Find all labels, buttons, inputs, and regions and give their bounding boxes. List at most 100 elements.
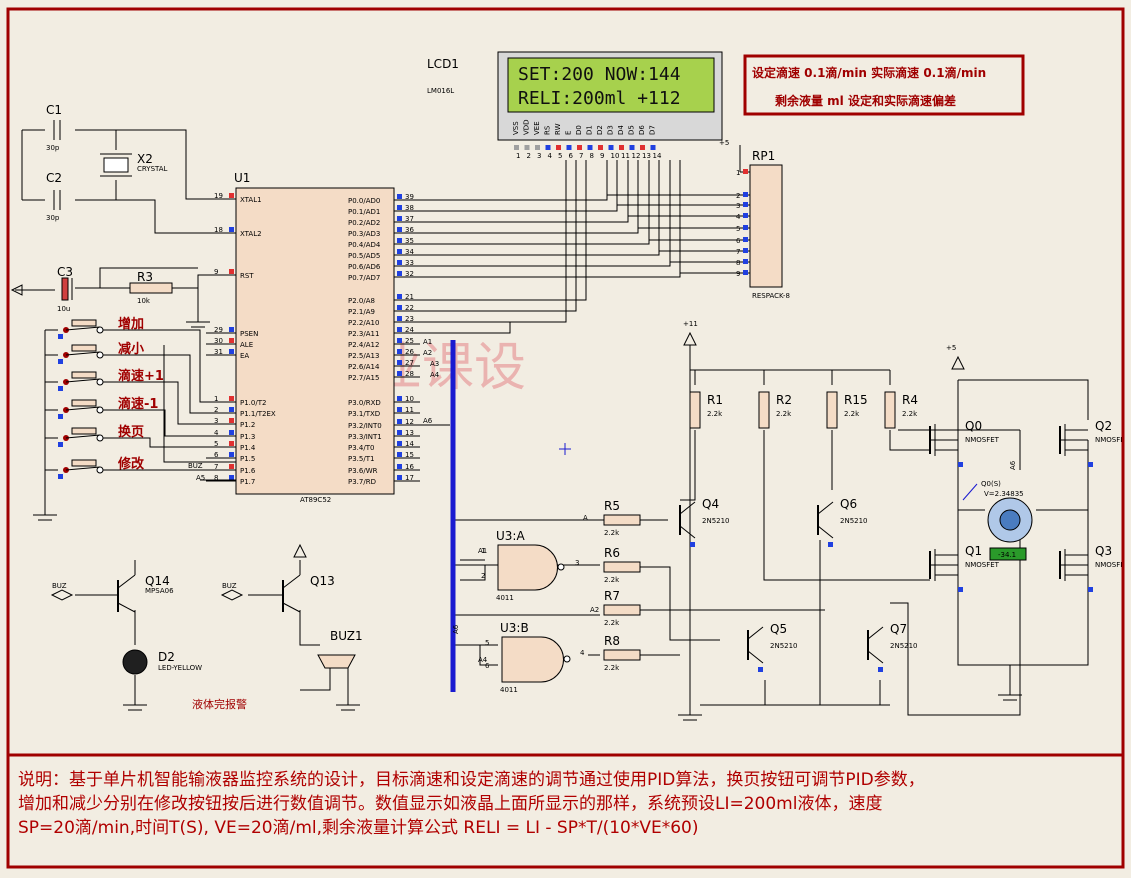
pin-marker — [690, 542, 695, 547]
lcd-ref: LCD1 — [427, 57, 459, 71]
resistor-r3[interactable]: R3 10k — [129, 270, 173, 305]
transistor-q13[interactable]: Q13 — [272, 543, 335, 613]
button-terminal — [96, 466, 104, 474]
mcu-pin-name: ALE — [240, 341, 253, 349]
pin-marker — [397, 349, 402, 354]
transistor-ref: Q5 — [770, 622, 787, 636]
resistor-ref: R6 — [604, 546, 620, 560]
push-button-1[interactable]: 增加 — [58, 316, 144, 339]
mcu-pin-number: 5 — [214, 440, 218, 448]
net-a1-gate: A1 — [478, 547, 487, 555]
resistor-r7[interactable]: R72.2k — [603, 589, 641, 627]
capacitor-c1[interactable]: C1 30p — [46, 103, 62, 152]
mcu-pin-name: P2.2/A10 — [348, 319, 379, 327]
resistor-r2[interactable]: R22.2k — [758, 391, 792, 429]
dc-motor[interactable]: Q0(S) V=2.34835 -34.1 — [962, 480, 1033, 561]
mcu-pin-number: 7 — [214, 463, 218, 471]
push-button-2[interactable]: 减小 — [58, 341, 144, 364]
pin-marker — [743, 225, 748, 230]
pin-marker — [758, 667, 763, 672]
resistor-r5[interactable]: R52.2k — [603, 499, 641, 537]
mcu-pin-number: 1 — [214, 395, 218, 403]
nand-gate-u3b[interactable]: U3:B 4011 5 6 4 — [485, 621, 585, 694]
resistor-value: 2.2k — [604, 619, 620, 627]
pin-marker — [397, 419, 402, 424]
resistor-r1[interactable]: R12.2k — [689, 391, 723, 429]
pin-marker — [619, 145, 624, 150]
resistor-value: 2.2k — [604, 664, 620, 672]
mcu-pin-number: 14 — [405, 440, 414, 448]
net-buz-q13: BUZ — [220, 582, 244, 601]
lcd-pin-number: 8 — [590, 152, 594, 160]
pin-marker — [958, 462, 963, 467]
pin-marker — [229, 475, 234, 480]
resistor-value: 2.2k — [604, 529, 620, 537]
resistor-body — [603, 514, 641, 526]
mcu-pin-number: 3 — [214, 417, 218, 425]
transistor-q14[interactable]: Q14 MPSA06 — [100, 574, 174, 613]
resistor-body — [758, 391, 770, 429]
transistor-collector — [817, 501, 834, 515]
capacitor-c2[interactable]: C2 30p — [46, 171, 62, 222]
transistor-emitter — [867, 650, 884, 664]
mosfet-ref: Q1 — [965, 544, 982, 558]
mcu-ref: U1 — [234, 171, 250, 185]
capacitor-c3[interactable]: C3 10u — [10, 265, 73, 313]
resistor-body — [826, 391, 838, 429]
resistor-ref: R8 — [604, 634, 620, 648]
wires-main — [15, 129, 1089, 716]
mcu-pin-name: P3.0/RXD — [348, 399, 381, 407]
pin-marker — [878, 667, 883, 672]
push-button-3[interactable]: 滴速+1 — [58, 368, 164, 391]
lcd-module[interactable]: LCD1 LM016L SET:200 NOW:144 RELI:200ml +… — [427, 51, 723, 160]
mcu-pin-name: P3.3/INT1 — [348, 433, 382, 441]
pin-marker — [514, 145, 519, 150]
pin-marker — [397, 227, 402, 232]
push-button-6[interactable]: 修改 — [58, 456, 145, 479]
nand-gate-u3a[interactable]: U3:A 4011 1 2 3 — [481, 529, 579, 602]
resistor-value: 2.2k — [776, 410, 792, 418]
pin-marker — [535, 145, 540, 150]
mcu-at89c52[interactable]: U1 AT89C52 XTAL119XTAL218RST9PSEN29ALE30… — [206, 171, 420, 504]
resistor-value: 2.2k — [844, 410, 860, 418]
resistor-r6[interactable]: R62.2k — [603, 546, 641, 584]
resistor-r8[interactable]: R8 2.2k — [603, 634, 641, 672]
mcu-pin-number: 24 — [405, 326, 414, 334]
transistor-collector — [867, 626, 884, 640]
pin-marker — [229, 193, 234, 198]
svg-text:Q13: Q13 — [310, 574, 335, 588]
mcu-pin-number: 32 — [405, 270, 414, 278]
mcu-pin-name: P3.4/T0 — [348, 444, 374, 452]
mcu-pin-name: P2.0/A8 — [348, 297, 375, 305]
button-terminal — [96, 434, 104, 442]
mcu-pin-number: 28 — [405, 370, 414, 378]
pin-marker — [229, 227, 234, 232]
transistor-part: 2N5210 — [890, 642, 918, 650]
pin-marker — [524, 145, 530, 150]
buzzer-buz1[interactable]: BUZ1 — [317, 629, 363, 669]
rp1-pin-number: 5 — [736, 225, 740, 233]
led-d2[interactable]: D2 LED-YELLOW — [122, 649, 202, 675]
push-button-4[interactable]: 滴速-1 — [58, 396, 158, 419]
pin-marker — [58, 414, 63, 419]
pin-marker — [58, 442, 63, 447]
description-line-3: SP=20滴/min,时间T(S), VE=20滴/ml,剩余液量计算公式 RE… — [18, 818, 699, 838]
lcd-part: LM016L — [427, 87, 454, 95]
pin-marker — [640, 145, 645, 150]
svg-text:2: 2 — [481, 572, 485, 580]
svg-text:C2: C2 — [46, 171, 62, 185]
resistor-r4[interactable]: R42.2k — [884, 391, 918, 429]
push-button-5[interactable]: 换页 — [58, 424, 144, 447]
crystal-x2[interactable]: X2 CRYSTAL — [100, 152, 168, 177]
ground-bridge — [678, 694, 1022, 721]
